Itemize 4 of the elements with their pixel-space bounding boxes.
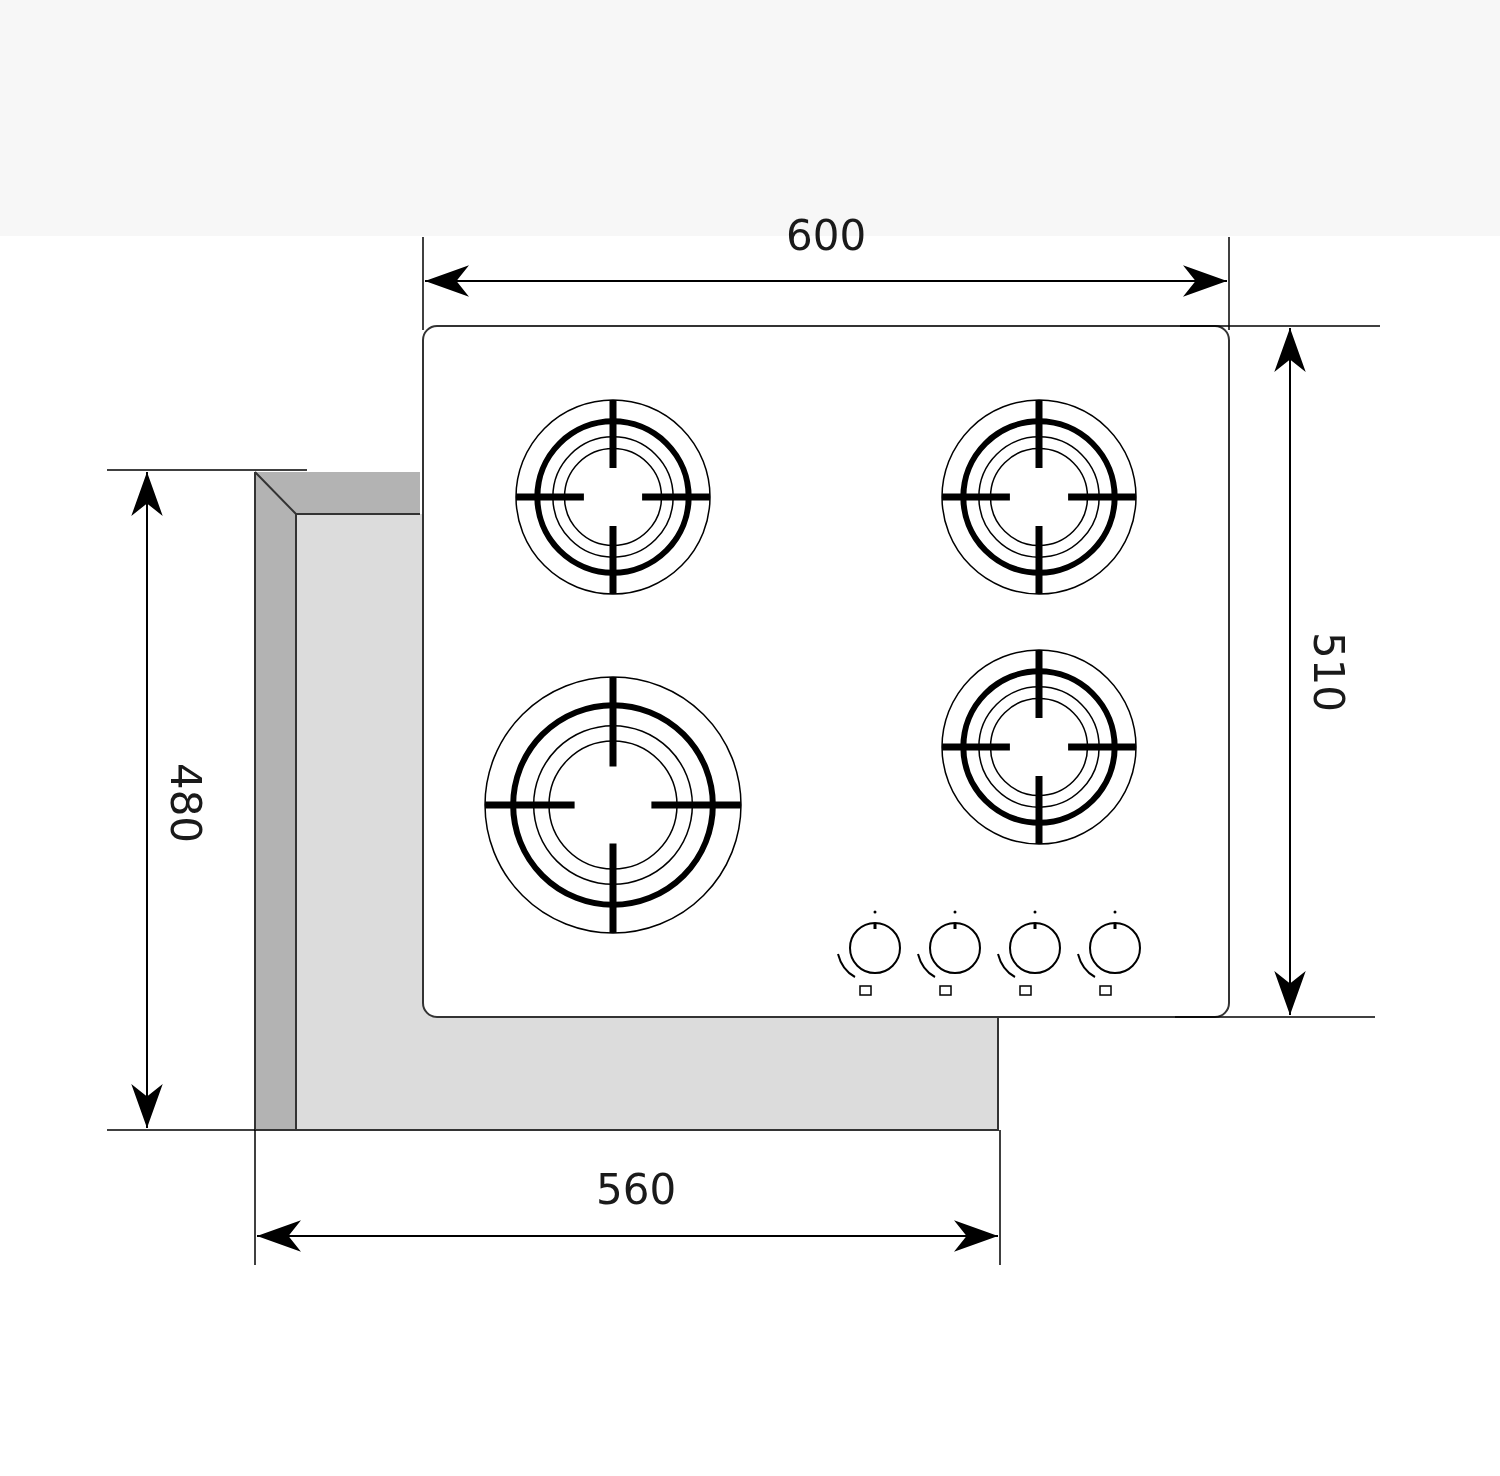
dimension-label: 480 (164, 762, 207, 844)
dimension-label: 560 (596, 1169, 677, 1211)
dimension-label: 510 (1307, 631, 1350, 713)
dimension-label: 600 (786, 215, 867, 257)
